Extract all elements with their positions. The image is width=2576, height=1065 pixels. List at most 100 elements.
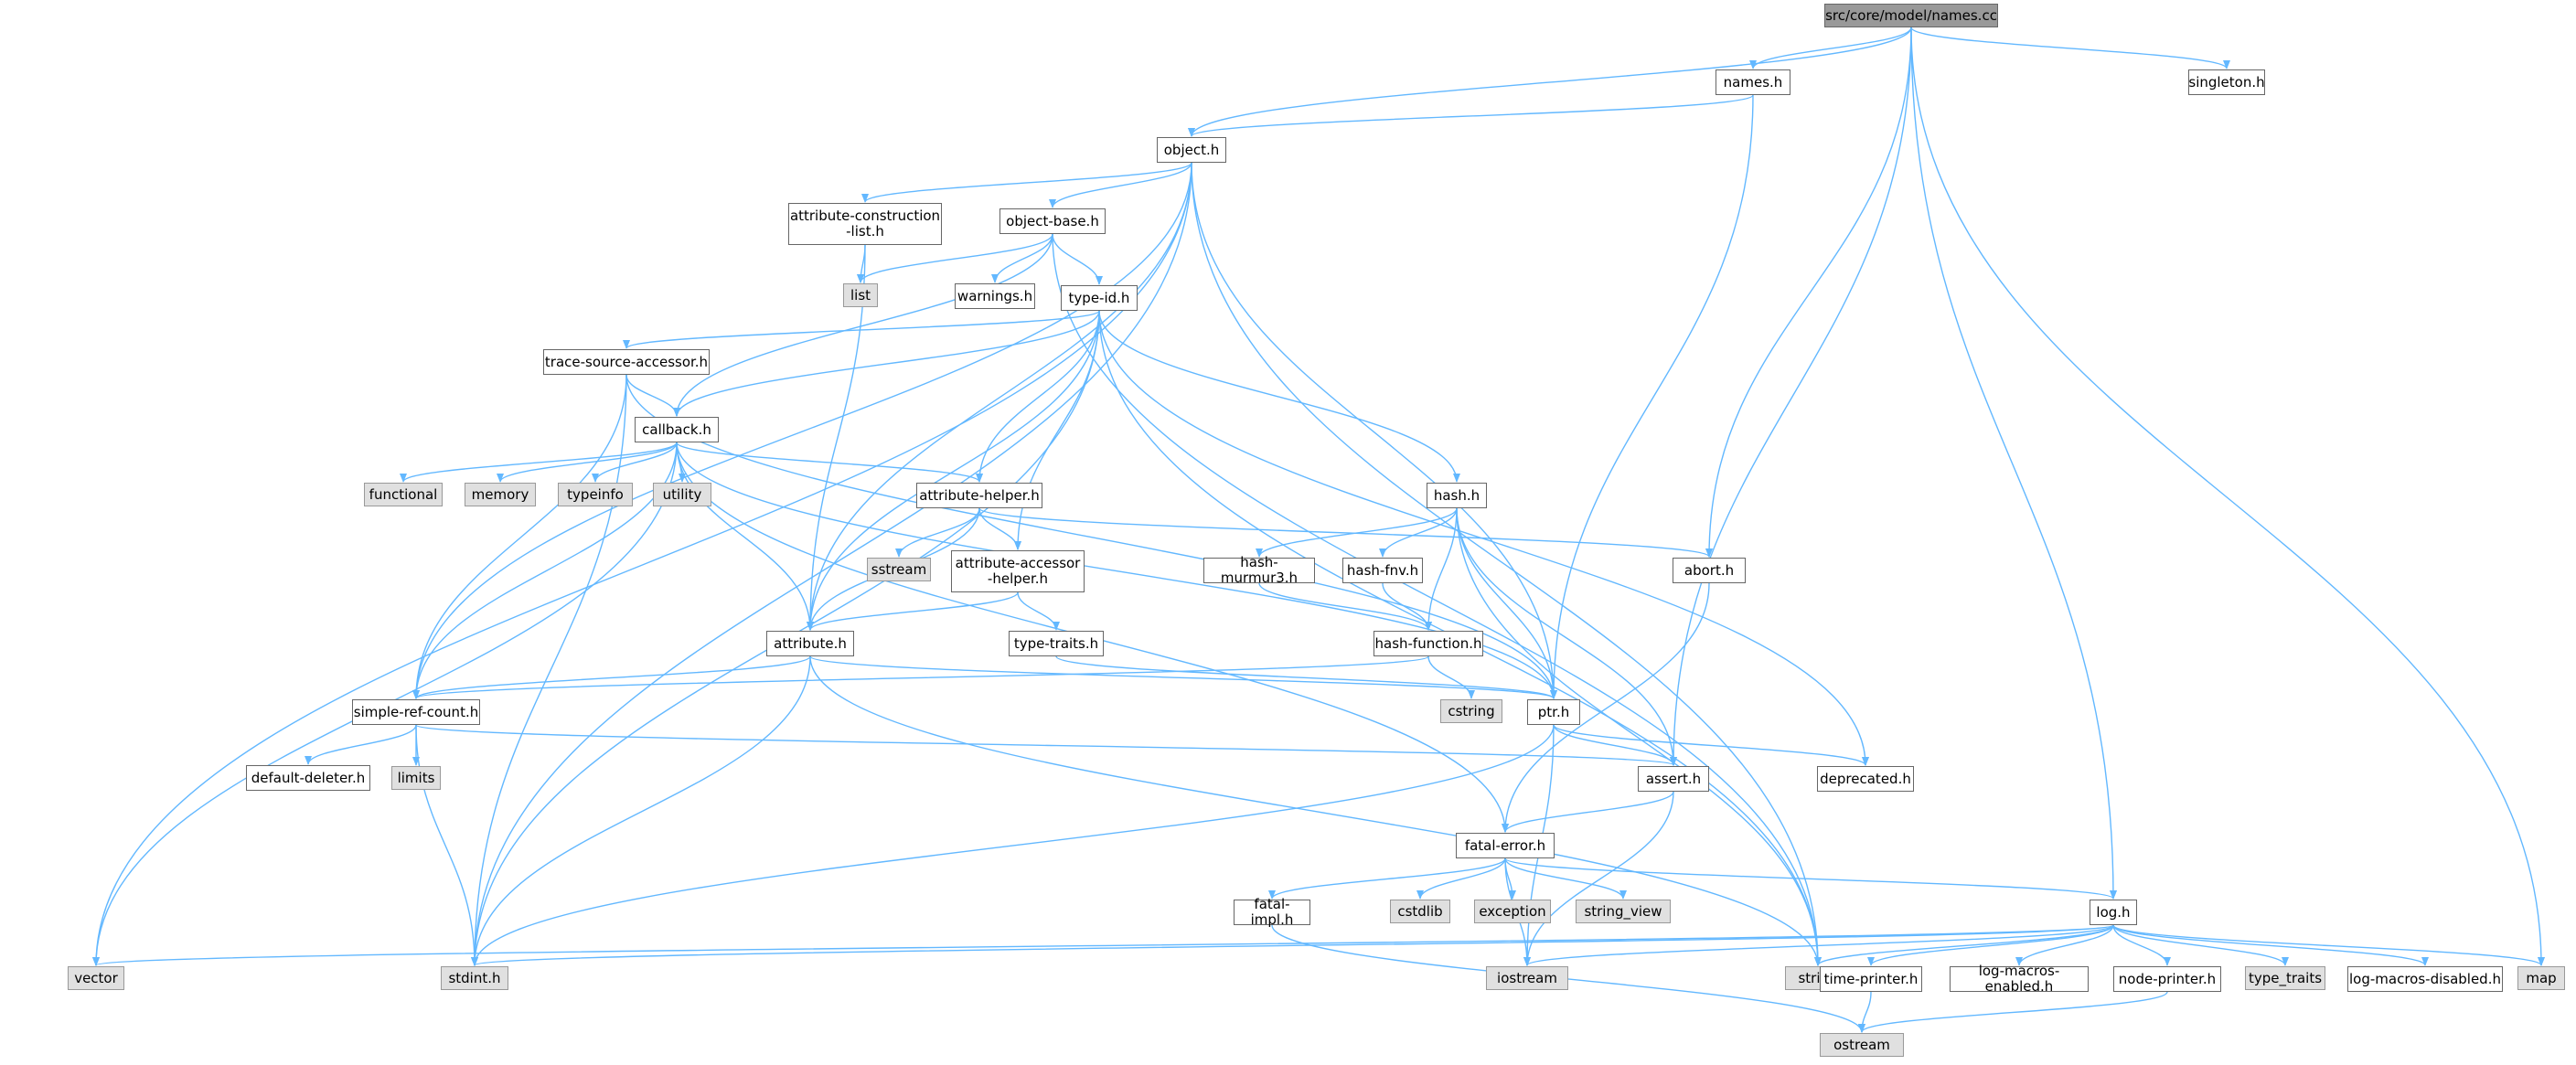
node-tsa-h[interactable]: trace-source-accessor.h — [543, 349, 710, 375]
node-iostream: iostream — [1486, 966, 1568, 990]
node-vector: vector — [68, 966, 124, 990]
edge-hash-h-to-ptr-h — [1456, 507, 1557, 699]
node-object-base-h[interactable]: object-base.h — [999, 208, 1106, 234]
edge-type-id-h-to-attribute-h — [807, 310, 1100, 631]
node-time-printer-h[interactable]: time-printer.h — [1820, 966, 1922, 992]
edge-log-h-to-vector — [93, 924, 2114, 966]
edge-object-base-h-to-list — [857, 233, 1053, 283]
edge-log-h-to-map — [2112, 924, 2545, 966]
edge-ptr-h-to-stdint-h — [471, 724, 1555, 966]
edge-fatal-error-h-to-string-view — [1504, 857, 1627, 900]
edge-src-h-to-default-deleter-h — [305, 724, 417, 765]
edge-hash-fn-h-to-cstring — [1427, 655, 1475, 699]
node-node-printer-h[interactable]: node-printer.h — [2113, 966, 2221, 992]
edge-callback-h-to-attr-helper-h — [676, 442, 983, 483]
node-cstdlib: cstdlib — [1390, 900, 1450, 923]
edge-callback-h-to-functional — [400, 442, 678, 483]
node-deprecated-h[interactable]: deprecated.h — [1817, 766, 1914, 792]
edge-attr-acc-h-to-type-traits-h — [1017, 591, 1060, 631]
node-attr-helper-h[interactable]: attribute-helper.h — [916, 483, 1042, 508]
node-default-deleter-h[interactable]: default-deleter.h — [246, 765, 370, 791]
edge-root-to-abort-h — [1705, 27, 1912, 558]
node-sstream: sstream — [867, 558, 931, 581]
edge-log-h-to-lmd-h — [2112, 924, 2429, 966]
edge-fatal-error-h-to-cstdlib — [1416, 857, 1506, 900]
node-abort-h[interactable]: abort.h — [1673, 558, 1746, 583]
edge-hash-fn-h-to-src-h — [412, 655, 1429, 699]
node-type-id-h[interactable]: type-id.h — [1061, 285, 1138, 311]
node-hash-fn-h[interactable]: hash-function.h — [1374, 631, 1483, 656]
node-type-traits-h[interactable]: type-traits.h — [1009, 631, 1104, 656]
node-root[interactable]: src/core/model/names.cc — [1824, 4, 1998, 27]
node-src-h[interactable]: simple-ref-count.h — [352, 699, 480, 725]
node-utility: utility — [653, 483, 711, 506]
edge-root-to-object-h — [1188, 27, 1912, 137]
edge-type-traits-h-to-ptr-h — [1055, 655, 1557, 699]
node-string-view: string_view — [1576, 900, 1671, 923]
edge-hash-h-to-hash-fn-h — [1425, 507, 1458, 631]
node-callback-h[interactable]: callback.h — [635, 417, 719, 442]
edge-object-h-to-src-h — [412, 162, 1192, 699]
edge-attr-acc-h-to-attribute-h — [807, 591, 1019, 631]
edge-tsa-h-to-callback-h — [625, 374, 680, 417]
node-hash-fnv-h[interactable]: hash-fnv.h — [1342, 558, 1423, 583]
node-hash-m3-h[interactable]: hash-murmur3.h — [1203, 555, 1315, 586]
edge-ptr-h-to-deprecated-h — [1553, 724, 1869, 766]
node-attr-acc-h[interactable]: attribute-accessor -helper.h — [951, 550, 1085, 592]
edge-ptr-h-to-assert-h — [1553, 724, 1677, 766]
node-exception: exception — [1474, 900, 1551, 923]
node-object-h[interactable]: object.h — [1157, 137, 1226, 163]
node-assert-h[interactable]: assert.h — [1638, 766, 1709, 792]
node-log-h[interactable]: log.h — [2090, 900, 2137, 925]
edge-fatal-error-h-to-log-h — [1504, 857, 2117, 900]
edge-attr-cl-h-to-attribute-h — [807, 244, 866, 631]
node-fatal-impl-h[interactable]: fatal-impl.h — [1234, 897, 1310, 928]
edge-tsa-h-to-stdint-h — [471, 374, 627, 966]
edge-assert-h-to-iostream — [1523, 791, 1674, 966]
node-attr-cl-h[interactable]: attribute-construction -list.h — [788, 203, 942, 245]
edge-log-h-to-string — [1814, 924, 2114, 966]
edge-hash-h-to-hash-m3-h — [1256, 507, 1458, 558]
edge-attribute-h-to-src-h — [412, 655, 811, 699]
edge-object-base-h-to-warnings-h — [991, 233, 1053, 283]
edge-callback-h-to-ptr-h — [676, 442, 1557, 699]
edge-names-h-to-ptr-h — [1550, 94, 1754, 699]
edge-root-to-singleton-h — [1910, 27, 2230, 69]
edge-object-h-to-attribute-h — [807, 162, 1192, 631]
edge-attr-helper-h-to-abort-h — [978, 507, 1713, 558]
edge-tsa-h-to-src-h — [412, 374, 627, 699]
node-list: list — [843, 283, 878, 307]
edge-object-h-to-attr-cl-h — [861, 162, 1192, 203]
node-type-traits: type_traits — [2245, 966, 2325, 990]
node-singleton-h[interactable]: singleton.h — [2188, 69, 2265, 95]
node-attribute-h[interactable]: attribute.h — [766, 631, 854, 656]
edge-assert-h-to-fatal-error-h — [1502, 791, 1674, 833]
edge-root-to-log-h — [1910, 27, 2117, 900]
edge-attr-helper-h-to-attr-acc-h — [978, 507, 1021, 550]
edge-hash-fnv-h-to-hash-fn-h — [1382, 582, 1432, 631]
edge-hash-h-to-string — [1456, 507, 1822, 966]
edge-attribute-h-to-string — [809, 655, 1822, 966]
node-warnings-h[interactable]: warnings.h — [955, 283, 1035, 309]
edge-names-h-to-object-h — [1188, 94, 1754, 137]
node-memory: memory — [465, 483, 536, 506]
node-map: map — [2517, 966, 2565, 990]
node-hash-h[interactable]: hash.h — [1427, 483, 1487, 508]
edge-src-h-to-assert-h — [415, 724, 1677, 766]
edge-attr-helper-h-to-sstream — [895, 507, 980, 558]
edge-object-h-to-ptr-h — [1191, 162, 1557, 699]
edge-log-h-to-lme-h — [2015, 924, 2114, 966]
edge-callback-h-to-typeinfo — [592, 442, 678, 483]
edge-root-to-assert-h — [1670, 27, 1912, 766]
node-ptr-h[interactable]: ptr.h — [1527, 699, 1580, 725]
node-lmd-h[interactable]: log-macros-disabled.h — [2347, 966, 2503, 992]
edge-root-to-map — [1910, 27, 2545, 966]
edge-type-id-h-to-callback-h — [673, 310, 1100, 417]
edge-hash-h-to-assert-h — [1456, 507, 1677, 766]
node-names-h[interactable]: names.h — [1716, 69, 1790, 95]
node-fatal-error-h[interactable]: fatal-error.h — [1456, 833, 1555, 858]
edge-callback-h-to-attribute-h — [676, 442, 814, 631]
edge-src-h-to-stdint-h — [415, 724, 478, 966]
node-lme-h[interactable]: log-macros-enabled.h — [1950, 964, 2089, 995]
